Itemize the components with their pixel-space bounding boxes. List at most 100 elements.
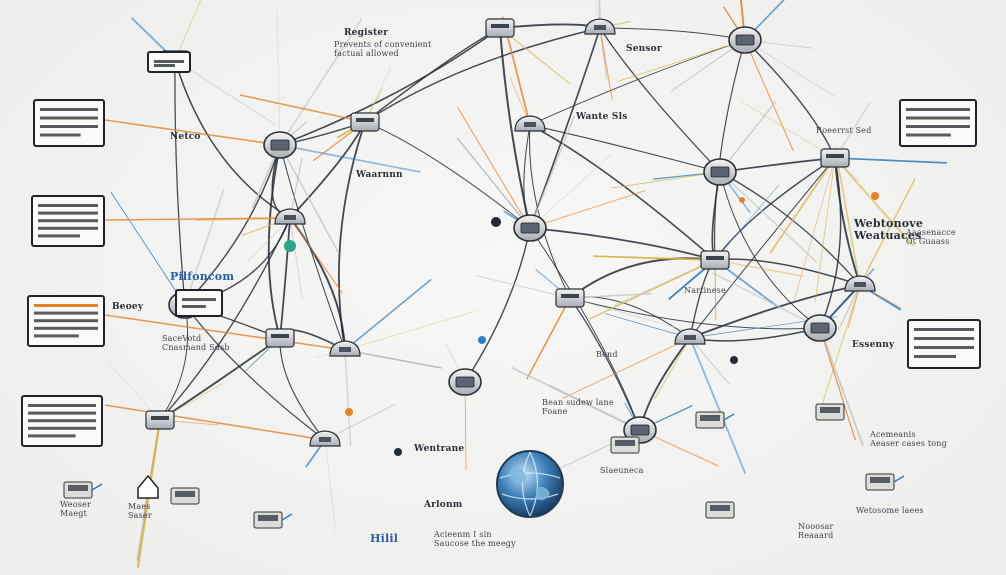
accent-streak [689,337,746,474]
label-bottom-right-2: Wetosome laees [856,506,924,515]
connection-line [569,297,821,330]
panel-text-line [34,319,98,323]
node-screen [455,376,475,388]
accent-streak [834,147,861,286]
panel-text-line [182,298,216,301]
device-sketch-icon [705,501,735,519]
accent-streak [344,311,476,351]
panel-text-line [38,226,98,230]
accent-streak [279,144,421,173]
node-screen [735,34,755,46]
connection-line [174,59,186,306]
accent-streak [604,313,691,339]
connection-line [364,27,601,123]
accent-streak [611,171,721,189]
accent-streak [289,217,303,299]
node-dome-window [684,335,696,340]
node-dome-window [854,282,866,287]
accent-streak [110,191,186,306]
accent-streak [617,39,746,82]
label-bottom-center-1: Wentrane [414,444,465,454]
connection-line [834,157,861,286]
connection-line [744,39,836,159]
network-node-icon [485,18,515,38]
device-cable [91,483,103,491]
panel-text-line [906,116,970,120]
connection-line [499,23,601,29]
panel-text-line [28,426,96,430]
accent-streak [769,157,836,254]
panel-text-line [28,419,96,423]
network-node-icon [329,340,361,357]
label-bottom-left-1: Weoser Maegt [60,500,91,518]
panel-text-line [38,211,98,215]
label-bottom-right-3: Acemeanis Aeaser cases tong [870,430,947,448]
device-face [615,440,635,446]
panel-text-line [34,334,79,338]
panel-frame [175,289,223,317]
node-slot [356,118,374,122]
network-node-icon [674,328,706,345]
accent-streak [847,284,861,329]
home-outline [137,474,159,499]
panel-link [104,314,346,351]
panel-text-line [40,133,81,137]
connection-line [689,284,861,339]
accent-streak [456,137,531,229]
accent-streak [838,284,861,331]
accent-dot [730,356,738,364]
network-node-icon [555,288,585,308]
node-dome-window [284,215,296,220]
network-node-icon [700,250,730,270]
connection-line [529,124,716,261]
device-sketch-icon [253,511,293,529]
accent-streak [740,0,746,41]
accent-streak [714,259,717,320]
accent-streak [859,178,916,286]
device-sketch-icon [815,403,845,421]
node-dome-window [319,437,331,442]
label-top-center-sub: Prevents of convenient factual allowed [334,40,432,58]
connection-line [819,157,842,329]
node-slot [706,256,724,260]
info-panel [21,395,103,447]
accent-streak [276,10,281,146]
network-node-icon [844,275,876,292]
label-top-center: Register [344,28,389,38]
accent-streak [595,0,601,29]
device-cable [281,513,293,521]
network-node-icon [145,410,175,430]
label-left-4: SaceVotd Cnasmand Sdsb [162,334,230,352]
label-mid-right-1: Webtonove Weatuaces [854,217,924,242]
connection-line [159,217,291,421]
panel-text-line [40,125,98,128]
network-node-icon [274,208,306,225]
connection-line [279,144,346,351]
accent-streak [526,297,571,380]
device-sketch-icon [610,436,640,454]
accent-dot [394,448,402,456]
accent-streak [457,107,531,229]
connection-line [719,171,861,286]
accent-streak [344,349,352,446]
panel-text-line [914,346,974,349]
label-right-mid: Aaasenacce Ot Guaass [906,228,956,246]
connection-line [499,27,531,229]
device-sketch-icon [170,487,200,505]
node-slot [271,334,289,338]
network-node-icon [265,328,295,348]
accent-dot [491,217,501,227]
label-bottom-center-3: Acieenm I sin Saucose the meegy [434,530,516,548]
accent-streak [247,217,291,263]
panel-text-line [38,234,80,238]
label-mid-right-3: Bend [596,350,618,359]
label-bottom-left-2: Maes Saser [128,502,152,520]
info-panel [175,289,223,317]
node-dome-window [594,25,606,30]
accent-streak [279,144,340,254]
node-slot [491,24,509,28]
accent-streak [719,171,817,263]
accent-streak [816,284,861,423]
device-sketch-icon [63,481,103,499]
accent-streak [598,0,601,29]
